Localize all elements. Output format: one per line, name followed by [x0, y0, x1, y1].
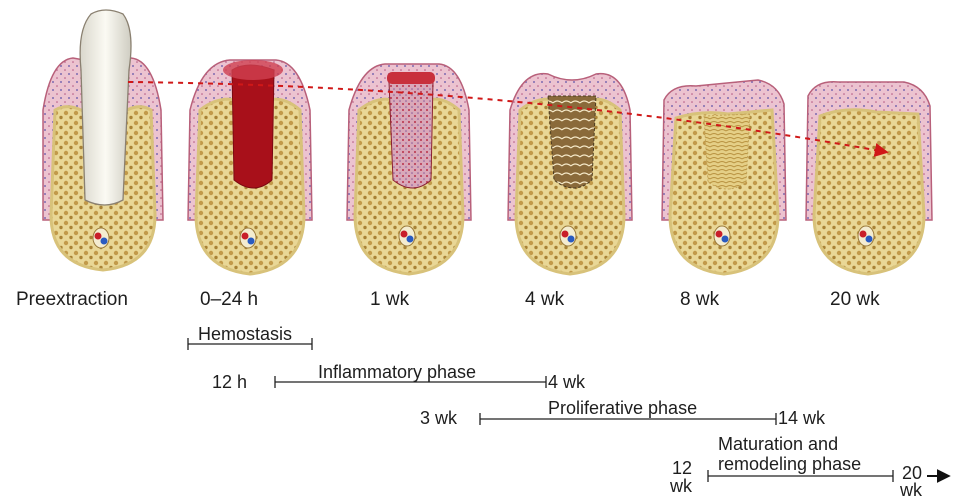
hemostasis-label: Hemostasis [198, 324, 292, 345]
vein [722, 236, 729, 243]
vein [568, 236, 575, 243]
maturation-label-line1: Maturation and [718, 434, 838, 455]
stage-label-20wk: 20 wk [830, 289, 880, 311]
inflammatory-label: Inflammatory phase [318, 362, 476, 383]
alveolar-bone [814, 110, 924, 274]
stage-label-0-24h: 0–24 h [200, 289, 258, 311]
artery [242, 233, 249, 240]
clot-top [223, 60, 283, 80]
proliferative-start-label: 3 wk [420, 408, 457, 429]
proliferative-label: Proliferative phase [548, 398, 697, 419]
vein [866, 236, 873, 243]
artery [716, 231, 723, 238]
artery [95, 233, 102, 240]
stage-label-4wk: 4 wk [525, 289, 564, 311]
inflammatory-start-label: 12 h [212, 372, 247, 393]
stage-20wk-illustration [806, 82, 932, 274]
new-bone [704, 114, 750, 189]
maturation-start-line2: wk [670, 476, 692, 497]
artery [401, 231, 408, 238]
artery [562, 231, 569, 238]
vein [407, 236, 414, 243]
epithelial-cap [387, 72, 435, 84]
tooth [80, 10, 131, 205]
stage-label-8wk: 8 wk [680, 289, 719, 311]
maturation-end-line2: wk [900, 480, 922, 501]
granulation-tissue [389, 82, 433, 188]
stage-0-24h-illustration [188, 60, 312, 274]
stage-label-1wk: 1 wk [370, 289, 409, 311]
proliferative-end-label: 14 wk [778, 408, 825, 429]
inflammatory-end-label: 4 wk [548, 372, 585, 393]
maturation-label-line2: remodeling phase [718, 454, 861, 475]
stage-label-preextraction: Preextraction [16, 289, 128, 311]
stage-8wk-illustration [662, 80, 786, 274]
stage-4wk-illustration [508, 74, 632, 274]
vein [101, 238, 108, 245]
vein [248, 238, 255, 245]
artery [860, 231, 867, 238]
stage-preextraction-illustration [43, 10, 163, 270]
